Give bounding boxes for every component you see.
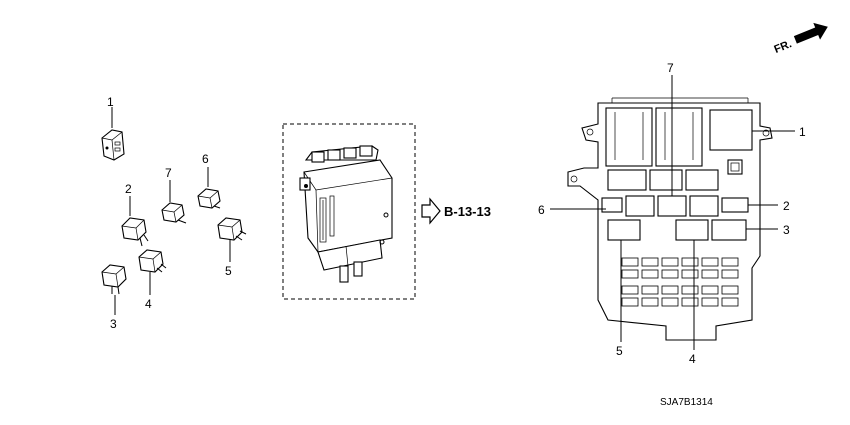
callout-right-7: 7 [667,61,674,75]
dashed-frame [282,123,416,300]
front-direction-marker: FR. [773,22,828,56]
fuse-grid [621,257,739,307]
relay-part-7 [161,202,187,224]
fuse-box-assembly [299,145,393,283]
callout-right-1: 1 [799,125,806,139]
callout-right-5: 5 [616,344,623,358]
relay-part-4 [138,249,167,273]
relay-part-1 [101,129,125,161]
callout-left-1: 1 [107,95,114,109]
callout-right-2: 2 [783,199,790,213]
callout-right-3: 3 [783,223,790,237]
relay-part-5 [217,217,247,241]
front-arrow-icon [793,22,828,44]
reference-link[interactable]: B-13-13 [421,197,491,225]
relay-part-6 [197,188,221,209]
callout-right-4: 4 [689,352,696,366]
relay-box-frame [567,97,773,341]
callout-right-6: 6 [538,203,545,217]
callout-left-7: 7 [165,166,172,180]
callout-left-2: 2 [125,182,132,196]
fr-label: FR. [773,38,794,56]
hollow-arrow-icon [421,197,441,225]
relay-part-2 [121,217,149,247]
callout-left-4: 4 [145,297,152,311]
relay-part-3 [101,264,127,295]
callout-left-3: 3 [110,317,117,331]
callout-left-6: 6 [202,152,209,166]
reference-label[interactable]: B-13-13 [444,204,491,219]
callout-left-5: 5 [225,264,232,278]
diagram-code: SJA7B1314 [660,397,713,408]
